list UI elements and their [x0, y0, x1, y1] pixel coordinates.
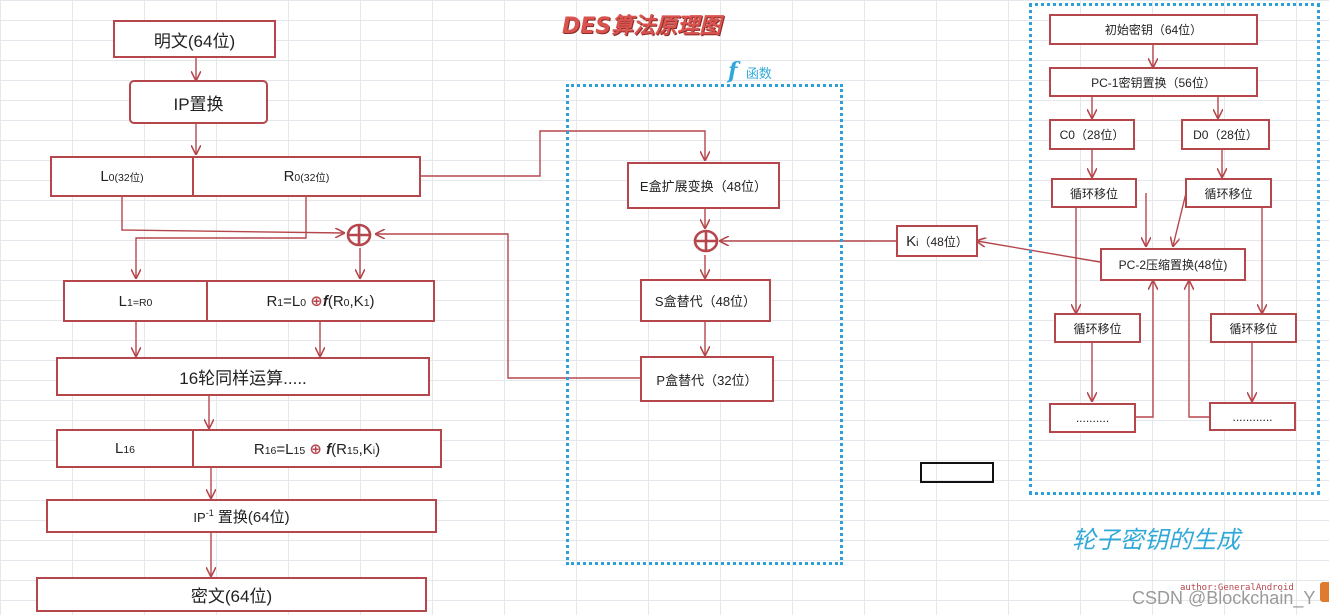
right-shift-box-2: 循环移位	[1210, 313, 1297, 343]
c0-box: C0（28位）	[1049, 119, 1135, 150]
keygen-frame	[1029, 3, 1320, 495]
subkey-ki-box: Ki（48位）	[896, 225, 978, 257]
xor-icon	[693, 229, 719, 253]
csdn-watermark: CSDN @Blockchain_Y	[1132, 588, 1316, 608]
l16-box: L16	[56, 429, 194, 468]
f-symbol: f	[728, 58, 738, 84]
s-box-substitution: S盒替代（48位）	[640, 279, 771, 322]
r16-box: R16=L15 ⊕ f(R15,Ki)	[192, 429, 442, 468]
xor-icon	[346, 223, 372, 247]
d0-box: D0（28位）	[1181, 119, 1270, 150]
right-shift-box-1: 循环移位	[1185, 178, 1272, 208]
subkey-ki-label: Ki（48位）	[906, 232, 968, 250]
pc1-permutation-box: PC-1密钥置换（56位）	[1049, 67, 1258, 97]
left-shift-box-1: 循环移位	[1051, 178, 1137, 208]
l16-label: L16	[114, 440, 136, 457]
r0-box: R0(32位)	[192, 156, 421, 197]
selected-cell[interactable]	[920, 462, 994, 483]
left-shift-box-2: 循环移位	[1054, 313, 1141, 343]
left-ellipsis-box: ..........	[1049, 403, 1136, 433]
pc2-compression-box: PC-2压缩置换(48位)	[1100, 248, 1246, 281]
f-function-label: f 函数	[728, 58, 772, 84]
f-function-frame	[566, 84, 843, 565]
keygen-label: 轮子密钥的生成	[1072, 527, 1240, 554]
r0-label: R0(32位)	[283, 168, 330, 185]
p-box-permutation: P盒替代（32位）	[640, 356, 774, 402]
right-ellipsis-box: ............	[1209, 402, 1296, 431]
l1-box: L1=R0	[63, 280, 208, 322]
r16-label: R16=L15 ⊕ f(R15,Ki)	[253, 440, 381, 458]
r1-label: R1=L0 ⊕f(R0,K1)	[266, 293, 375, 310]
ip-permutation-box: IP置换	[129, 80, 268, 124]
ip-inverse-label: IP-1 置换(64位)	[193, 507, 290, 526]
l1-label: L1=R0	[118, 292, 153, 310]
l0-box: L0(32位)	[50, 156, 194, 197]
ip-inverse-box: IP-1 置换(64位)	[46, 499, 437, 533]
rounds-box: 16轮同样运算.....	[56, 357, 430, 396]
plaintext-box: 明文(64位)	[113, 20, 276, 58]
ciphertext-box: 密文(64位)	[36, 577, 427, 612]
e-box-expansion: E盒扩展变换（48位）	[627, 162, 780, 209]
corner-logo-icon	[1320, 582, 1329, 602]
l0-label: L0(32位)	[100, 168, 144, 185]
initial-key-box: 初始密钥（64位）	[1049, 14, 1258, 45]
r1-box: R1=L0 ⊕f(R0,K1)	[206, 280, 435, 322]
page-title: DES算法原理图	[562, 14, 722, 39]
author-credit: author:GeneralAndroid	[1180, 583, 1294, 593]
f-function-text: 函数	[745, 66, 772, 81]
